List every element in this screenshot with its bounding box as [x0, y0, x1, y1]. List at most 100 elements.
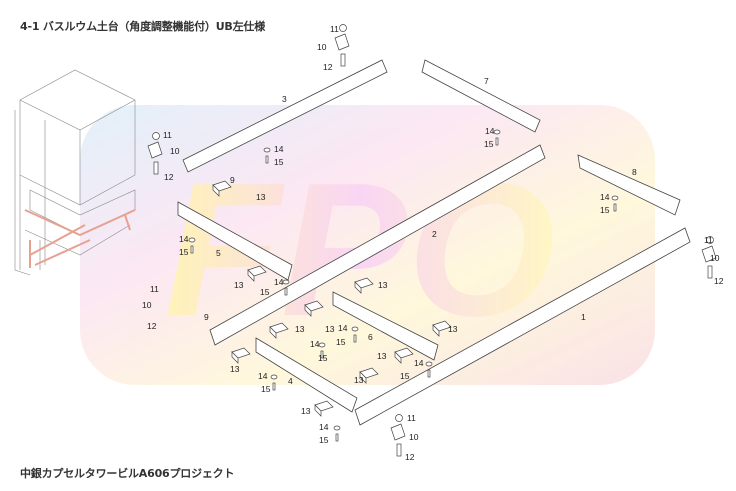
callout-14: 14 — [485, 126, 495, 136]
adjuster-bolt-icon — [340, 53, 346, 67]
callout-13: 13 — [377, 351, 387, 361]
callout-9: 9 — [230, 175, 235, 185]
pad-side-icon — [432, 324, 440, 337]
pad-side-icon — [304, 304, 312, 317]
pad-side-icon — [394, 351, 402, 364]
callout-10: 10 — [142, 300, 152, 310]
pad-side-icon — [314, 404, 322, 417]
callout-14: 14 — [338, 323, 348, 333]
beam-1 — [354, 227, 691, 426]
callout-12: 12 — [323, 62, 333, 72]
callout-15: 15 — [261, 384, 271, 394]
cap-nut-icon — [395, 414, 403, 422]
callout-4: 4 — [288, 376, 293, 386]
callout-11: 11 — [150, 284, 159, 294]
pad-side-icon — [247, 269, 255, 282]
callout-14: 14 — [179, 234, 189, 244]
callout-10: 10 — [317, 42, 327, 52]
washer-icon — [333, 425, 341, 431]
hardware-parts — [147, 24, 717, 457]
callout-13: 13 — [301, 406, 311, 416]
unit-bath-illustration — [14, 69, 136, 276]
callout-13: 13 — [325, 324, 335, 334]
bracket-icon — [701, 245, 717, 263]
cap-nut-icon — [706, 236, 714, 244]
screw-icon — [427, 369, 431, 378]
screw-icon — [320, 350, 324, 359]
callout-6: 6 — [368, 332, 373, 342]
washer-icon — [318, 342, 326, 348]
washer-icon — [270, 374, 278, 380]
washer-icon — [263, 147, 271, 153]
callout-14: 14 — [414, 358, 424, 368]
beams — [177, 59, 691, 426]
callout-14: 14 — [274, 144, 284, 154]
pad-side-icon — [231, 351, 239, 364]
callout-15: 15 — [260, 287, 270, 297]
washer-icon — [611, 195, 619, 201]
beam-2 — [209, 144, 546, 346]
cap-nut-icon — [339, 24, 347, 32]
callout-15: 15 — [274, 157, 284, 167]
screw-icon — [335, 433, 339, 442]
adjuster-bolt-icon — [396, 443, 402, 457]
washer-icon — [493, 129, 501, 135]
callout-12: 12 — [164, 172, 174, 182]
project-name: 中銀カプセルタワービルA606プロジェクト — [20, 467, 235, 480]
callout-10: 10 — [409, 432, 419, 442]
callout-14: 14 — [600, 192, 610, 202]
callout-7: 7 — [484, 76, 489, 86]
callout-15: 15 — [484, 139, 494, 149]
callout-14: 14 — [310, 339, 320, 349]
beam-6 — [332, 291, 439, 361]
callout-11: 11 — [704, 235, 713, 245]
bracket-icon — [390, 423, 406, 441]
callout-11: 11 — [163, 130, 172, 140]
callout-1: 1 — [581, 312, 586, 322]
callout-2: 2 — [432, 229, 437, 239]
callout-8: 8 — [632, 167, 637, 177]
screw-icon — [495, 137, 499, 146]
page-title: 4-1 バスルウム土台（角度調整機能付）UB左仕様 — [20, 20, 266, 33]
beam-8 — [577, 154, 681, 216]
callout-5: 5 — [216, 248, 221, 258]
callout-10: 10 — [710, 253, 720, 263]
callout-13: 13 — [378, 280, 388, 290]
callout-11: 11 — [407, 413, 416, 423]
callout-13: 13 — [448, 324, 458, 334]
adjuster-bolt-icon — [153, 161, 159, 175]
callout-3: 3 — [282, 94, 287, 104]
screw-icon — [272, 382, 276, 391]
bracket-icon — [147, 141, 163, 159]
callout-9: 9 — [204, 312, 209, 322]
callout-13: 13 — [234, 280, 244, 290]
washer-icon — [188, 237, 196, 243]
screw-icon — [265, 155, 269, 164]
callout-13: 13 — [295, 324, 305, 334]
screw-icon — [284, 287, 288, 296]
washer-icon — [425, 361, 433, 367]
pad-side-icon — [269, 326, 277, 339]
callout-15: 15 — [336, 337, 346, 347]
callout-15: 15 — [600, 205, 610, 215]
beam-4 — [255, 337, 358, 413]
pad-side-icon — [212, 184, 220, 197]
adjuster-bolt-icon — [707, 265, 713, 279]
callout-15: 15 — [318, 353, 328, 363]
beam-3 — [182, 59, 388, 173]
screw-icon — [353, 334, 357, 343]
callout-13: 13 — [256, 192, 266, 202]
callout-12: 12 — [714, 276, 724, 286]
callout-14: 14 — [258, 371, 268, 381]
callout-15: 15 — [400, 371, 410, 381]
washer-icon — [351, 326, 359, 332]
bracket-icon — [334, 33, 350, 51]
callout-12: 12 — [147, 321, 157, 331]
screw-icon — [613, 203, 617, 212]
callout-14: 14 — [274, 277, 284, 287]
callout-12: 12 — [405, 452, 415, 462]
callout-15: 15 — [319, 435, 329, 445]
screw-icon — [190, 245, 194, 254]
